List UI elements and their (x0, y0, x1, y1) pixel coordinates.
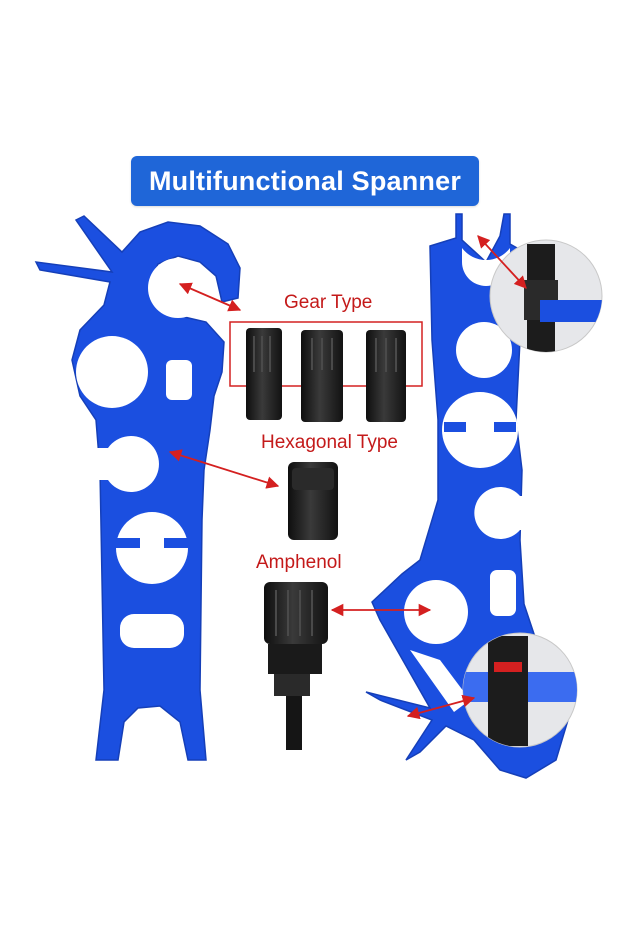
inset-bottom-connector (462, 632, 578, 748)
gear-type-label: Gear Type (284, 292, 373, 313)
pointer-arrows (168, 235, 527, 720)
arrow-gear (178, 282, 242, 312)
amphenol-label: Amphenol (256, 552, 342, 573)
title-banner: Multifunctional Spanner (131, 156, 479, 206)
arrow-top-inset (477, 235, 527, 289)
hexagonal-connector (288, 462, 338, 540)
gear-type-connectors (229, 321, 423, 422)
amphenol-connector (264, 582, 328, 750)
left-spanner (34, 215, 241, 761)
arrow-hexagonal (168, 449, 280, 489)
hexagonal-type-label: Hexagonal Type (261, 432, 398, 453)
arrow-bottom-inset (406, 694, 476, 720)
